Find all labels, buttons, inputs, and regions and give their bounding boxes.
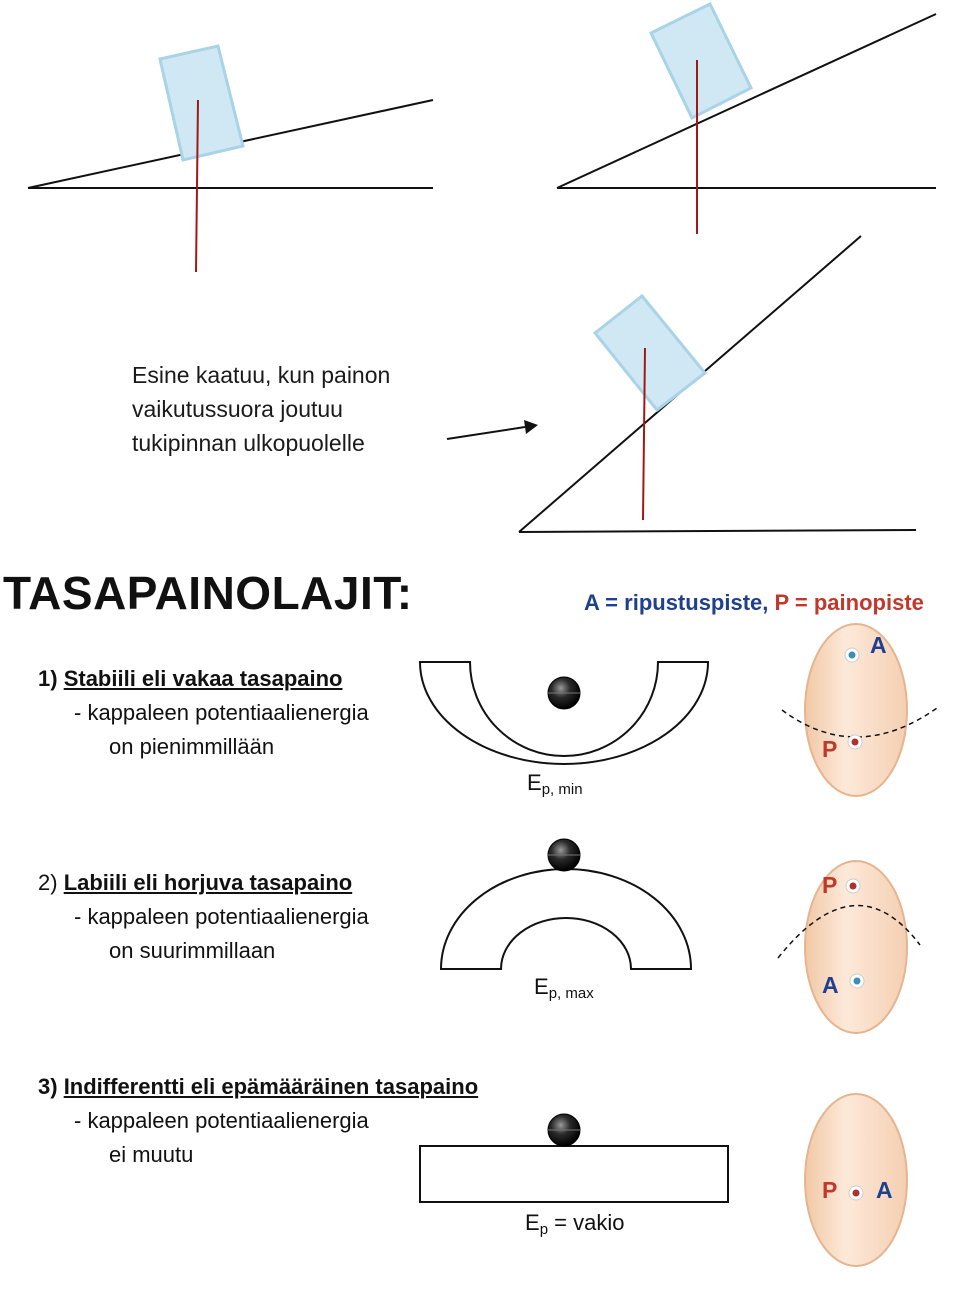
gravity-line-steep [642,347,646,521]
oval-indifferent [804,1093,908,1267]
incline-shallow [27,44,434,273]
label-p-indifferent: P [822,1177,838,1203]
block-shallow [158,44,245,162]
page-title: TASAPAINOLAJIT: [3,567,413,619]
tip-note-line-1: Esine kaatuu, kun painon [132,362,391,388]
gravity-line-shallow [195,99,199,273]
tip-note-line-2: vaikutussuora joutuu [132,396,343,422]
section-2-title-text: Labiili eli horjuva tasapaino [63,870,353,895]
tip-note: Esine kaatuu, kun painon vaikutussuora j… [132,358,390,460]
oval-labile [777,860,921,1034]
label-a-indifferent: A [876,1177,893,1203]
incline-steep-base [518,529,917,533]
legend-a: A = ripustuspiste, [584,590,769,615]
section-1-line-2: on pienimmillään [109,734,275,759]
incline-steep [518,235,917,533]
section-1-line-1: - kappaleen potentiaalienergia [74,700,369,725]
stable-bowl [418,661,710,765]
section-2-line-2: on suurimmillaan [109,938,276,963]
oval-stable [781,623,938,797]
legend: A = ripustuspiste, P = painopiste [584,590,924,616]
section-1-title-text: Stabiili eli vakaa tasapaino [63,666,343,691]
ep-label-indifferent: Ep = vakio [525,1210,625,1238]
incline-medium-slope [556,13,937,189]
label-p-stable: P [822,736,838,762]
note-arrow [446,420,538,440]
block-medium [649,1,753,121]
legend-p: P = painopiste [774,590,924,615]
tip-note-line-3: tukipinnan ulkopuolelle [132,430,365,456]
section-1-number: 1) [38,666,58,691]
label-p-labile: P [822,872,838,898]
label-a-stable: A [870,632,887,658]
section-3-number: 3) [38,1074,58,1099]
section-1-title: 1) Stabiili eli vakaa tasapaino [38,666,342,692]
section-3-line-1: - kappaleen potentiaalienergia [74,1108,369,1133]
section-2-number: 2) [38,870,58,895]
indifferent-flat [419,1113,729,1203]
incline-medium [556,1,937,234]
ep-label-stable: Ep, min [527,770,583,798]
section-2-title: 2) Labiili eli horjuva tasapaino [38,870,352,896]
ep-label-labile: Ep, max [534,974,594,1002]
label-a-labile: A [822,972,839,998]
section-2-line-1: - kappaleen potentiaalienergia [74,904,369,929]
section-3-title-text: Indifferentti eli epämääräinen tasapaino [63,1074,479,1099]
block-steep [592,293,708,413]
labile-dome [439,838,693,970]
section-3-title: 3) Indifferentti eli epämääräinen tasapa… [38,1074,478,1100]
section-3-line-2: ei muutu [109,1142,194,1167]
